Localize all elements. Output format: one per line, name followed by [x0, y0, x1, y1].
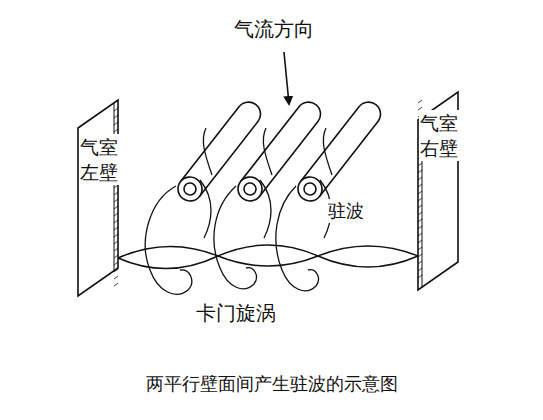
- chamber-wall: 气室右壁: [416, 90, 460, 292]
- wall-label: 气室左壁: [79, 134, 120, 185]
- wave-label: 驻波: [326, 199, 366, 223]
- cylinders: [173, 97, 385, 206]
- karman-vortex: [145, 128, 332, 294]
- wall-label: 气室右壁: [419, 110, 460, 161]
- airflow-label: 气流方向: [232, 16, 316, 43]
- figure-caption: 两平行壁面间产生驻波的示意图: [144, 372, 400, 396]
- vortex-label: 卡门旋涡: [194, 300, 278, 327]
- airflow-arrow: [284, 52, 289, 104]
- wall-outline: [76, 98, 120, 298]
- standing-wave: [118, 245, 418, 269]
- chamber-wall: 气室左壁: [76, 98, 120, 298]
